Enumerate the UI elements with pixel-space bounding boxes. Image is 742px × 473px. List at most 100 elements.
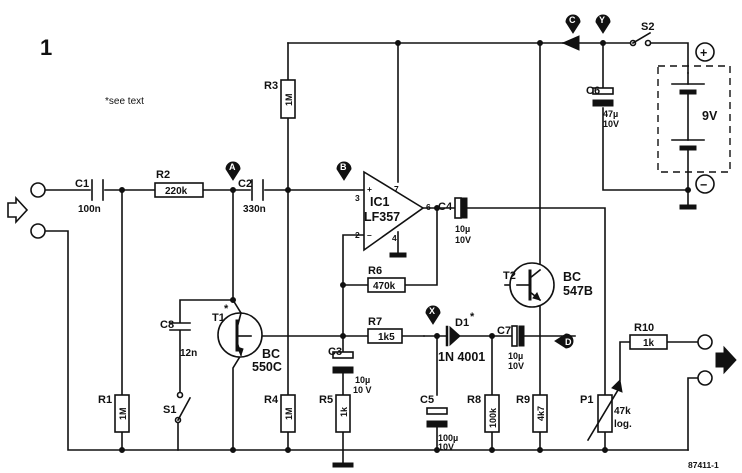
r2-ref: R2 xyxy=(156,169,170,181)
c2-value: 330n xyxy=(243,204,266,215)
r9-value: 4k7 xyxy=(536,406,546,421)
r1-value: 1M xyxy=(118,407,128,420)
ground-icon xyxy=(389,252,407,258)
ic1-plus-sign: + xyxy=(367,184,372,194)
c5-ref: C5 xyxy=(420,394,434,406)
capacitor-c2: C2 330n xyxy=(238,178,266,215)
capacitor-c4: C4 10µ 10V xyxy=(438,197,471,245)
c2-ref: C2 xyxy=(238,178,252,190)
capacitor-c5: C5 100µ 10V xyxy=(420,394,458,452)
c4-voltage: 10V xyxy=(455,235,471,245)
capacitor-c3: C3 10µ 10 V xyxy=(328,346,372,395)
test-point-d: D xyxy=(554,333,574,349)
resistor-r6: 470k R6 xyxy=(367,265,406,293)
input-arrow-icon xyxy=(7,195,29,225)
capacitor-c1: C1 100n xyxy=(75,178,104,215)
see-text-note: *see text xyxy=(105,96,144,107)
d1-ref: D1 xyxy=(455,317,469,329)
t1-type-line1: BC xyxy=(262,347,280,361)
ground-icon xyxy=(332,462,354,468)
junction-dots xyxy=(119,40,691,453)
c3-ref: C3 xyxy=(328,346,342,358)
test-point-b: B xyxy=(336,161,352,181)
c6-value: 47µ xyxy=(603,109,618,119)
t2-type-line1: BC xyxy=(563,270,581,284)
c4-value: 10µ xyxy=(455,224,470,234)
ic1-type: LF357 xyxy=(364,210,400,224)
resistor-r7: 1k5 R7 xyxy=(367,316,403,344)
resistor-r2: 220k R2 xyxy=(154,169,204,198)
test-point-a-label: A xyxy=(229,162,236,172)
r7-ref: R7 xyxy=(368,316,382,328)
ic1-minus-sign: – xyxy=(367,230,372,240)
test-point-x: X xyxy=(425,305,441,325)
test-point-b-label: B xyxy=(340,162,347,172)
s2-ref: S2 xyxy=(641,21,654,33)
output-arrow-icon xyxy=(715,345,737,375)
switch-s1: S1 xyxy=(163,391,192,424)
test-point-c-label: C xyxy=(569,15,576,25)
c1-ref: C1 xyxy=(75,178,89,190)
diode-d1: D1 * 1N 4001 xyxy=(423,311,485,364)
p1-ref: P1 xyxy=(580,394,593,406)
test-point-d-label: D xyxy=(565,337,572,347)
battery-minus-sign: − xyxy=(700,178,707,192)
r10-value: 1k xyxy=(643,338,655,349)
c6-voltage: 10V xyxy=(603,119,619,129)
ic1-pin3: 3 xyxy=(355,193,360,203)
p1-value: 47k xyxy=(614,406,631,417)
r7-value: 1k5 xyxy=(378,332,395,343)
r4-value: 1M xyxy=(284,407,294,420)
output-terminals xyxy=(697,334,737,386)
resistor-r9: 4k7 R9 xyxy=(516,394,548,433)
resistor-r3: 1M R3 xyxy=(264,79,296,119)
c1-value: 100n xyxy=(78,204,101,215)
r2-value: 220k xyxy=(165,186,188,197)
r10-ref: R10 xyxy=(634,322,654,334)
c5-value: 100µ xyxy=(438,433,458,443)
c4-ref: C4 xyxy=(438,201,453,213)
r1-ref: R1 xyxy=(98,394,112,406)
battery-voltage: 9V xyxy=(702,109,718,123)
r5-value: 1k xyxy=(339,406,349,417)
t1-type-line2: 550C xyxy=(252,360,282,374)
ic1-pin6: 6 xyxy=(426,202,431,212)
c5-voltage: 10V xyxy=(438,442,454,452)
test-point-y: Y xyxy=(595,14,611,34)
r5-ref: R5 xyxy=(319,394,333,406)
battery-9v: + − 9V xyxy=(657,42,731,206)
capacitor-c7: C7 10µ 10V xyxy=(497,325,525,371)
supply-arrow-icon xyxy=(561,35,580,51)
ic1-pin2: 2 xyxy=(355,230,360,240)
ground-symbols xyxy=(332,204,697,468)
resistor-r8: 100k R8 xyxy=(467,394,500,433)
t2-type-line2: 547B xyxy=(563,284,593,298)
p1-taper: log. xyxy=(614,419,632,430)
opamp-ic1: IC1 LF357 + – 3 2 6 7 4 xyxy=(355,170,431,252)
r8-value: 100k xyxy=(488,407,498,428)
ground-icon xyxy=(679,204,697,210)
ic1-pin7: 7 xyxy=(394,184,399,194)
r8-ref: R8 xyxy=(467,394,481,406)
r9-ref: R9 xyxy=(516,394,530,406)
r6-ref: R6 xyxy=(368,265,382,277)
c6-ref: C6 xyxy=(586,85,600,97)
r3-ref: R3 xyxy=(264,80,278,92)
transistor-t2: T2 BC 547B xyxy=(503,262,593,308)
capacitor-c6: C6 47µ 10V xyxy=(586,85,619,129)
resistor-r4: 1M R4 xyxy=(264,394,296,433)
input-terminals xyxy=(7,182,46,239)
battery-plus-sign: + xyxy=(700,46,707,60)
c3-value: 10µ xyxy=(355,375,370,385)
test-point-y-label: Y xyxy=(599,15,605,25)
t2-ref: T2 xyxy=(503,270,516,282)
figure-number: 1 xyxy=(40,35,52,60)
ic1-pin4: 4 xyxy=(392,233,397,243)
t1-ref: T1 xyxy=(212,312,225,324)
switch-s2: S2 xyxy=(629,21,654,47)
test-point-a: A xyxy=(225,161,241,181)
c8-ref: C8 xyxy=(160,319,174,331)
d1-star: * xyxy=(470,311,475,323)
ic1-ref: IC1 xyxy=(370,195,390,209)
